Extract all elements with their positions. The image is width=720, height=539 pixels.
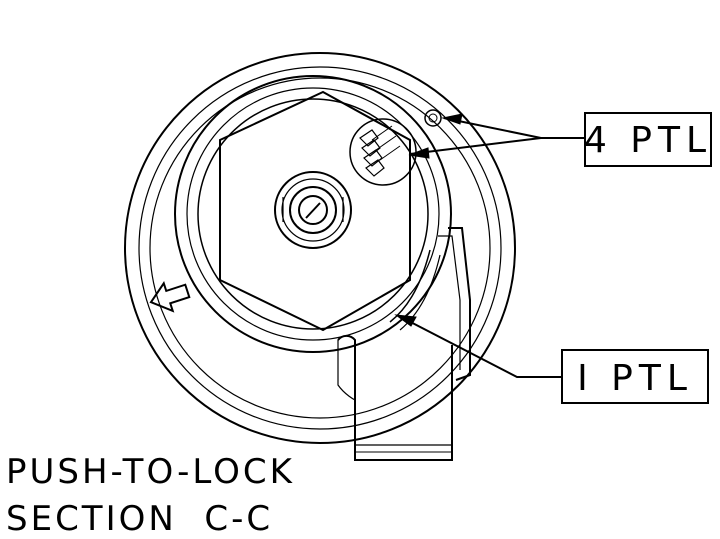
hex-nut — [219, 90, 411, 332]
lever-arm — [389, 227, 471, 381]
outer-ring-1 — [124, 52, 516, 444]
callout-1ptl-label: I PTL — [577, 358, 693, 399]
outer-ring-3 — [149, 77, 491, 419]
caption-line-2: SECTION C-C — [6, 499, 273, 539]
fitting-ring — [289, 186, 337, 234]
set-screw-detail — [349, 118, 417, 186]
inner-ring-3 — [197, 98, 429, 330]
callout-leaders — [394, 113, 585, 378]
set-screw-bore — [349, 118, 417, 186]
callout-4ptl: 4 PTL — [584, 112, 712, 167]
leader-4ptl-b — [409, 137, 542, 155]
leader-4ptl-a — [443, 117, 585, 139]
arrowhead-4ptl-a — [441, 113, 463, 125]
inner-ring-1 — [174, 75, 452, 353]
arrowhead-1ptl — [394, 314, 417, 327]
housing-rings — [124, 52, 516, 444]
fitting-outer — [274, 171, 352, 249]
lower-handle — [337, 334, 453, 461]
leader-1ptl — [396, 314, 562, 378]
arrowhead-4ptl-b — [408, 147, 430, 159]
callout-1ptl: I PTL — [561, 349, 709, 404]
center-fitting — [274, 171, 352, 249]
inner-ring-2 — [186, 87, 440, 341]
outer-ring-2 — [138, 66, 502, 430]
fitting-mid — [281, 178, 345, 242]
caption-line-1: PUSH-TO-LOCK — [6, 452, 295, 492]
direction-arrow-icon — [149, 281, 191, 313]
pin-hole — [424, 109, 442, 127]
fitting-core — [298, 195, 328, 225]
callout-4ptl-label: 4 PTL — [584, 120, 712, 161]
